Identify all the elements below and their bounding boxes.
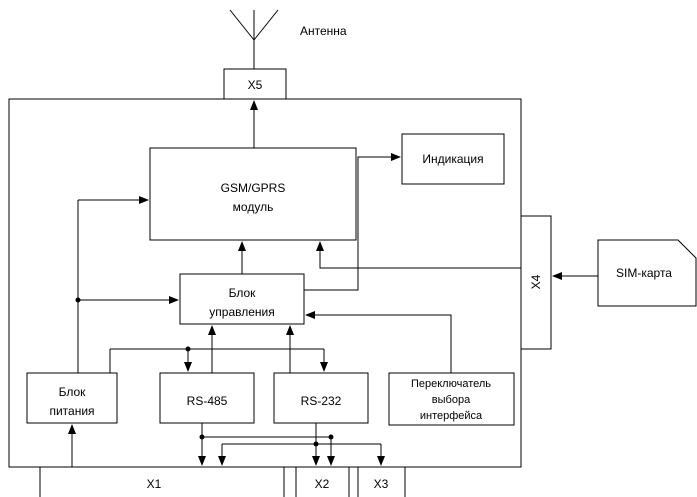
connector-x4-label: X4 bbox=[529, 274, 543, 289]
arrow-control-to-indication bbox=[304, 153, 401, 291]
control-unit-label-line1: Блок bbox=[229, 286, 257, 300]
antenna-label: Антенна bbox=[300, 24, 347, 38]
connector-x2-label: X2 bbox=[315, 477, 330, 491]
switch-label-line2: выбора bbox=[432, 394, 471, 406]
control-unit bbox=[179, 273, 305, 325]
interface-switch bbox=[388, 372, 515, 426]
gsm-module-label-line1: GSM/GPRS bbox=[221, 181, 286, 195]
connector-x2 bbox=[295, 466, 350, 497]
connector-x1 bbox=[39, 466, 285, 497]
rs485-block bbox=[159, 372, 255, 424]
connector-x1-label: X1 bbox=[147, 477, 162, 491]
connector-x3 bbox=[357, 466, 406, 497]
power-unit-label-line1: Блок bbox=[59, 385, 87, 399]
connector-x5-label: X5 bbox=[248, 78, 263, 92]
junction-dot bbox=[328, 434, 334, 440]
indication-block bbox=[401, 133, 505, 185]
connector-x4 bbox=[520, 215, 552, 350]
rs485-label: RS-485 bbox=[187, 394, 228, 408]
gsm-gprs-module bbox=[149, 147, 357, 241]
switch-label-line3: интерфейса bbox=[420, 410, 483, 422]
arrow-switch-to-control bbox=[305, 311, 452, 373]
gsm-module-label-line2: модуль bbox=[233, 200, 274, 214]
power-unit bbox=[26, 372, 118, 424]
switch-label-line1: Переключатель bbox=[411, 378, 491, 390]
indication-label: Индикация bbox=[422, 152, 483, 166]
sim-card-label: SIM-карта bbox=[616, 266, 672, 280]
antenna-icon bbox=[229, 9, 279, 69]
control-unit-label-line2: управления bbox=[209, 305, 274, 319]
connector-x3-label: X3 bbox=[374, 477, 389, 491]
rs232-block bbox=[273, 372, 369, 424]
rs232-label: RS-232 bbox=[301, 394, 342, 408]
arrow-x4-to-gsm bbox=[316, 241, 521, 269]
connector-x5 bbox=[223, 68, 287, 100]
power-unit-label-line2: питания bbox=[49, 404, 94, 418]
sim-card-icon bbox=[597, 239, 697, 307]
